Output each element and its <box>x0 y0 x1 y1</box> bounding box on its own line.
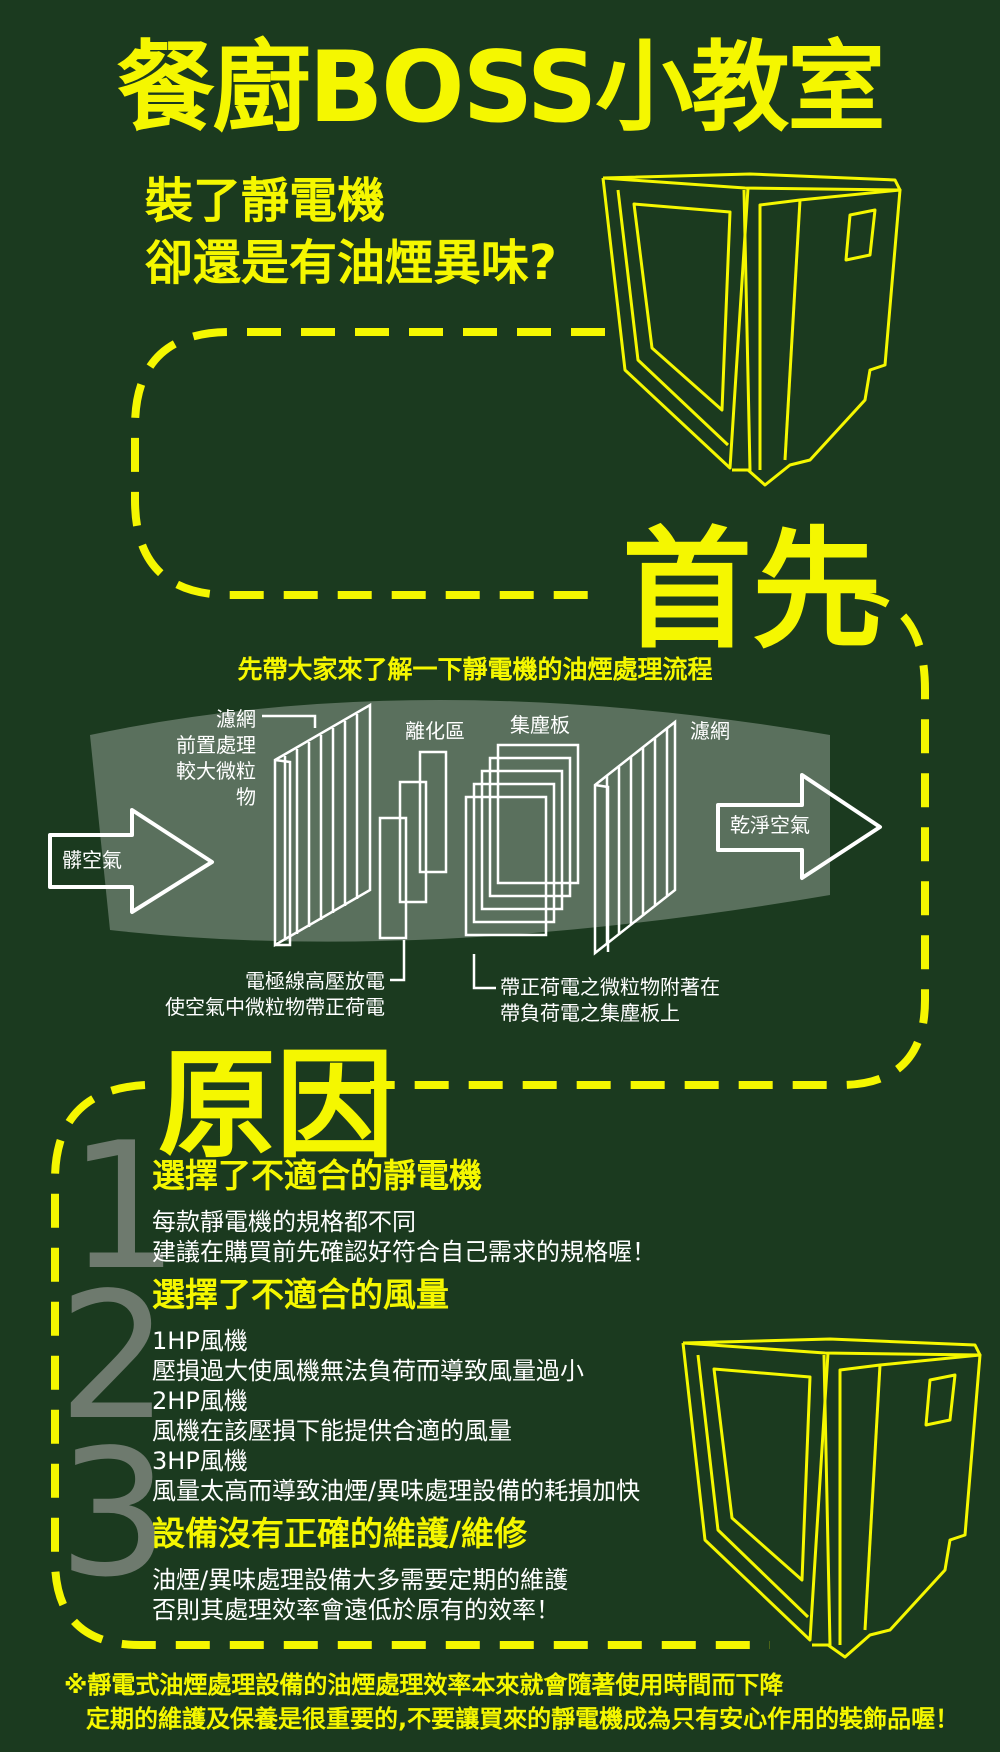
question-line2: 卻還是有油煙異味? <box>145 235 557 291</box>
filtration-flow-diagram <box>48 700 882 990</box>
collect-caption: 帶正荷電之微粒物附著在 帶負荷電之集塵板上 <box>500 974 720 1026</box>
collect-caption-line1: 帶正荷電之微粒物附著在 <box>500 975 720 999</box>
ionizer-label: 離化區 <box>405 719 465 743</box>
filter-shape <box>593 719 677 956</box>
reason-2-line-5: 3HP風機 <box>152 1447 248 1475</box>
footnote-line2: 定期的維護及保養是很重要的,不要讓買來的靜電機成為只有安心作用的裝飾品喔！ <box>86 1705 960 1733</box>
filter-label: 濾網 <box>690 719 730 743</box>
reason-heading-1: 選擇了不適合的靜電機 <box>152 1156 482 1195</box>
reason-2-line-3: 2HP風機 <box>152 1387 248 1415</box>
reason-3-line-2: 否則其處理效率會遠低於原有的效率！ <box>152 1596 560 1624</box>
collect-caption-line2: 帶負荷電之集塵板上 <box>500 1001 680 1025</box>
question-line1: 裝了靜電機 <box>145 173 386 229</box>
reason-label: 原因 <box>158 1036 395 1174</box>
reason-number-3: 3 <box>58 1413 170 1616</box>
reason-1-line-1: 每款靜電機的規格都不同 <box>152 1208 416 1236</box>
page-title: 餐廚BOSS小教室 <box>116 31 886 145</box>
dirty-air-arrow <box>48 808 214 914</box>
reason-3-line-1: 油煙/異味處理設備大多需要定期的維護 <box>152 1566 569 1594</box>
reason-2-line-6: 風量太高而導致油煙/異味處理設備的耗損加快 <box>152 1477 641 1505</box>
reason-body-3: 油煙/異味處理設備大多需要定期的維護 否則其處理效率會遠低於原有的效率！ <box>152 1565 568 1625</box>
collector-plates <box>464 743 580 937</box>
prefilter-shape <box>273 702 372 948</box>
ionizer-plates <box>378 750 448 940</box>
prefilter-label-line3: 較大微粒物 <box>176 759 256 809</box>
reason-heading-3: 設備沒有正確的維護/維修 <box>152 1514 528 1553</box>
reason-heading-2: 選擇了不適合的風量 <box>152 1275 449 1314</box>
cabinet-illustration-top <box>601 172 902 487</box>
cabinet-illustration-bottom <box>681 1337 982 1659</box>
reason-number-2: 2 <box>58 1256 170 1459</box>
prefilter-label-line2: 前置處理 <box>176 733 256 757</box>
footnote-line1: ※靜電式油煙處理設備的油煙處理效率本來就會隨著使用時間而下降 <box>64 1671 784 1699</box>
reason-1-line-2: 建議在購買前先確認好符合自己需求的規格喔！ <box>152 1238 656 1266</box>
reason-body-1: 每款靜電機的規格都不同 建議在購買前先確認好符合自己需求的規格喔！ <box>152 1207 656 1267</box>
reason-2-line-2: 壓損過大使風機無法負荷而導致風量過小 <box>152 1357 584 1385</box>
clean-air-label: 乾淨空氣 <box>730 813 810 837</box>
first-label: 首先 <box>622 514 883 666</box>
clean-air-arrow <box>716 773 882 880</box>
reason-2-line-4: 風機在該壓損下能提供合適的風量 <box>152 1417 512 1445</box>
reason-number-1: 1 <box>68 1106 180 1309</box>
prefilter-label: 濾網 前置處理 較大微粒物 <box>160 706 256 810</box>
electrode-caption-line2: 使空氣中微粒物帶正荷電 <box>165 995 385 1019</box>
electrode-caption-line1: 電極線高壓放電 <box>245 969 385 993</box>
dirty-air-label: 髒空氣 <box>62 848 122 872</box>
footnote: ※靜電式油煙處理設備的油煙處理效率本來就會隨著使用時間而下降 定期的維護及保養是… <box>64 1668 959 1736</box>
flow-subtitle: 先帶大家來了解一下靜電機的油煙處理流程 <box>237 655 713 684</box>
reason-2-line-1: 1HP風機 <box>152 1327 248 1355</box>
question-heading: 裝了靜電機 卻還是有油煙異味? <box>145 170 557 294</box>
collector-label: 集塵板 <box>510 713 570 737</box>
prefilter-label-line1: 濾網 <box>216 707 256 731</box>
electrode-caption: 電極線高壓放電 使空氣中微粒物帶正荷電 <box>100 968 385 1020</box>
reason-body-2: 1HP風機 壓損過大使風機無法負荷而導致風量過小 2HP風機 風機在該壓損下能提… <box>152 1326 640 1506</box>
